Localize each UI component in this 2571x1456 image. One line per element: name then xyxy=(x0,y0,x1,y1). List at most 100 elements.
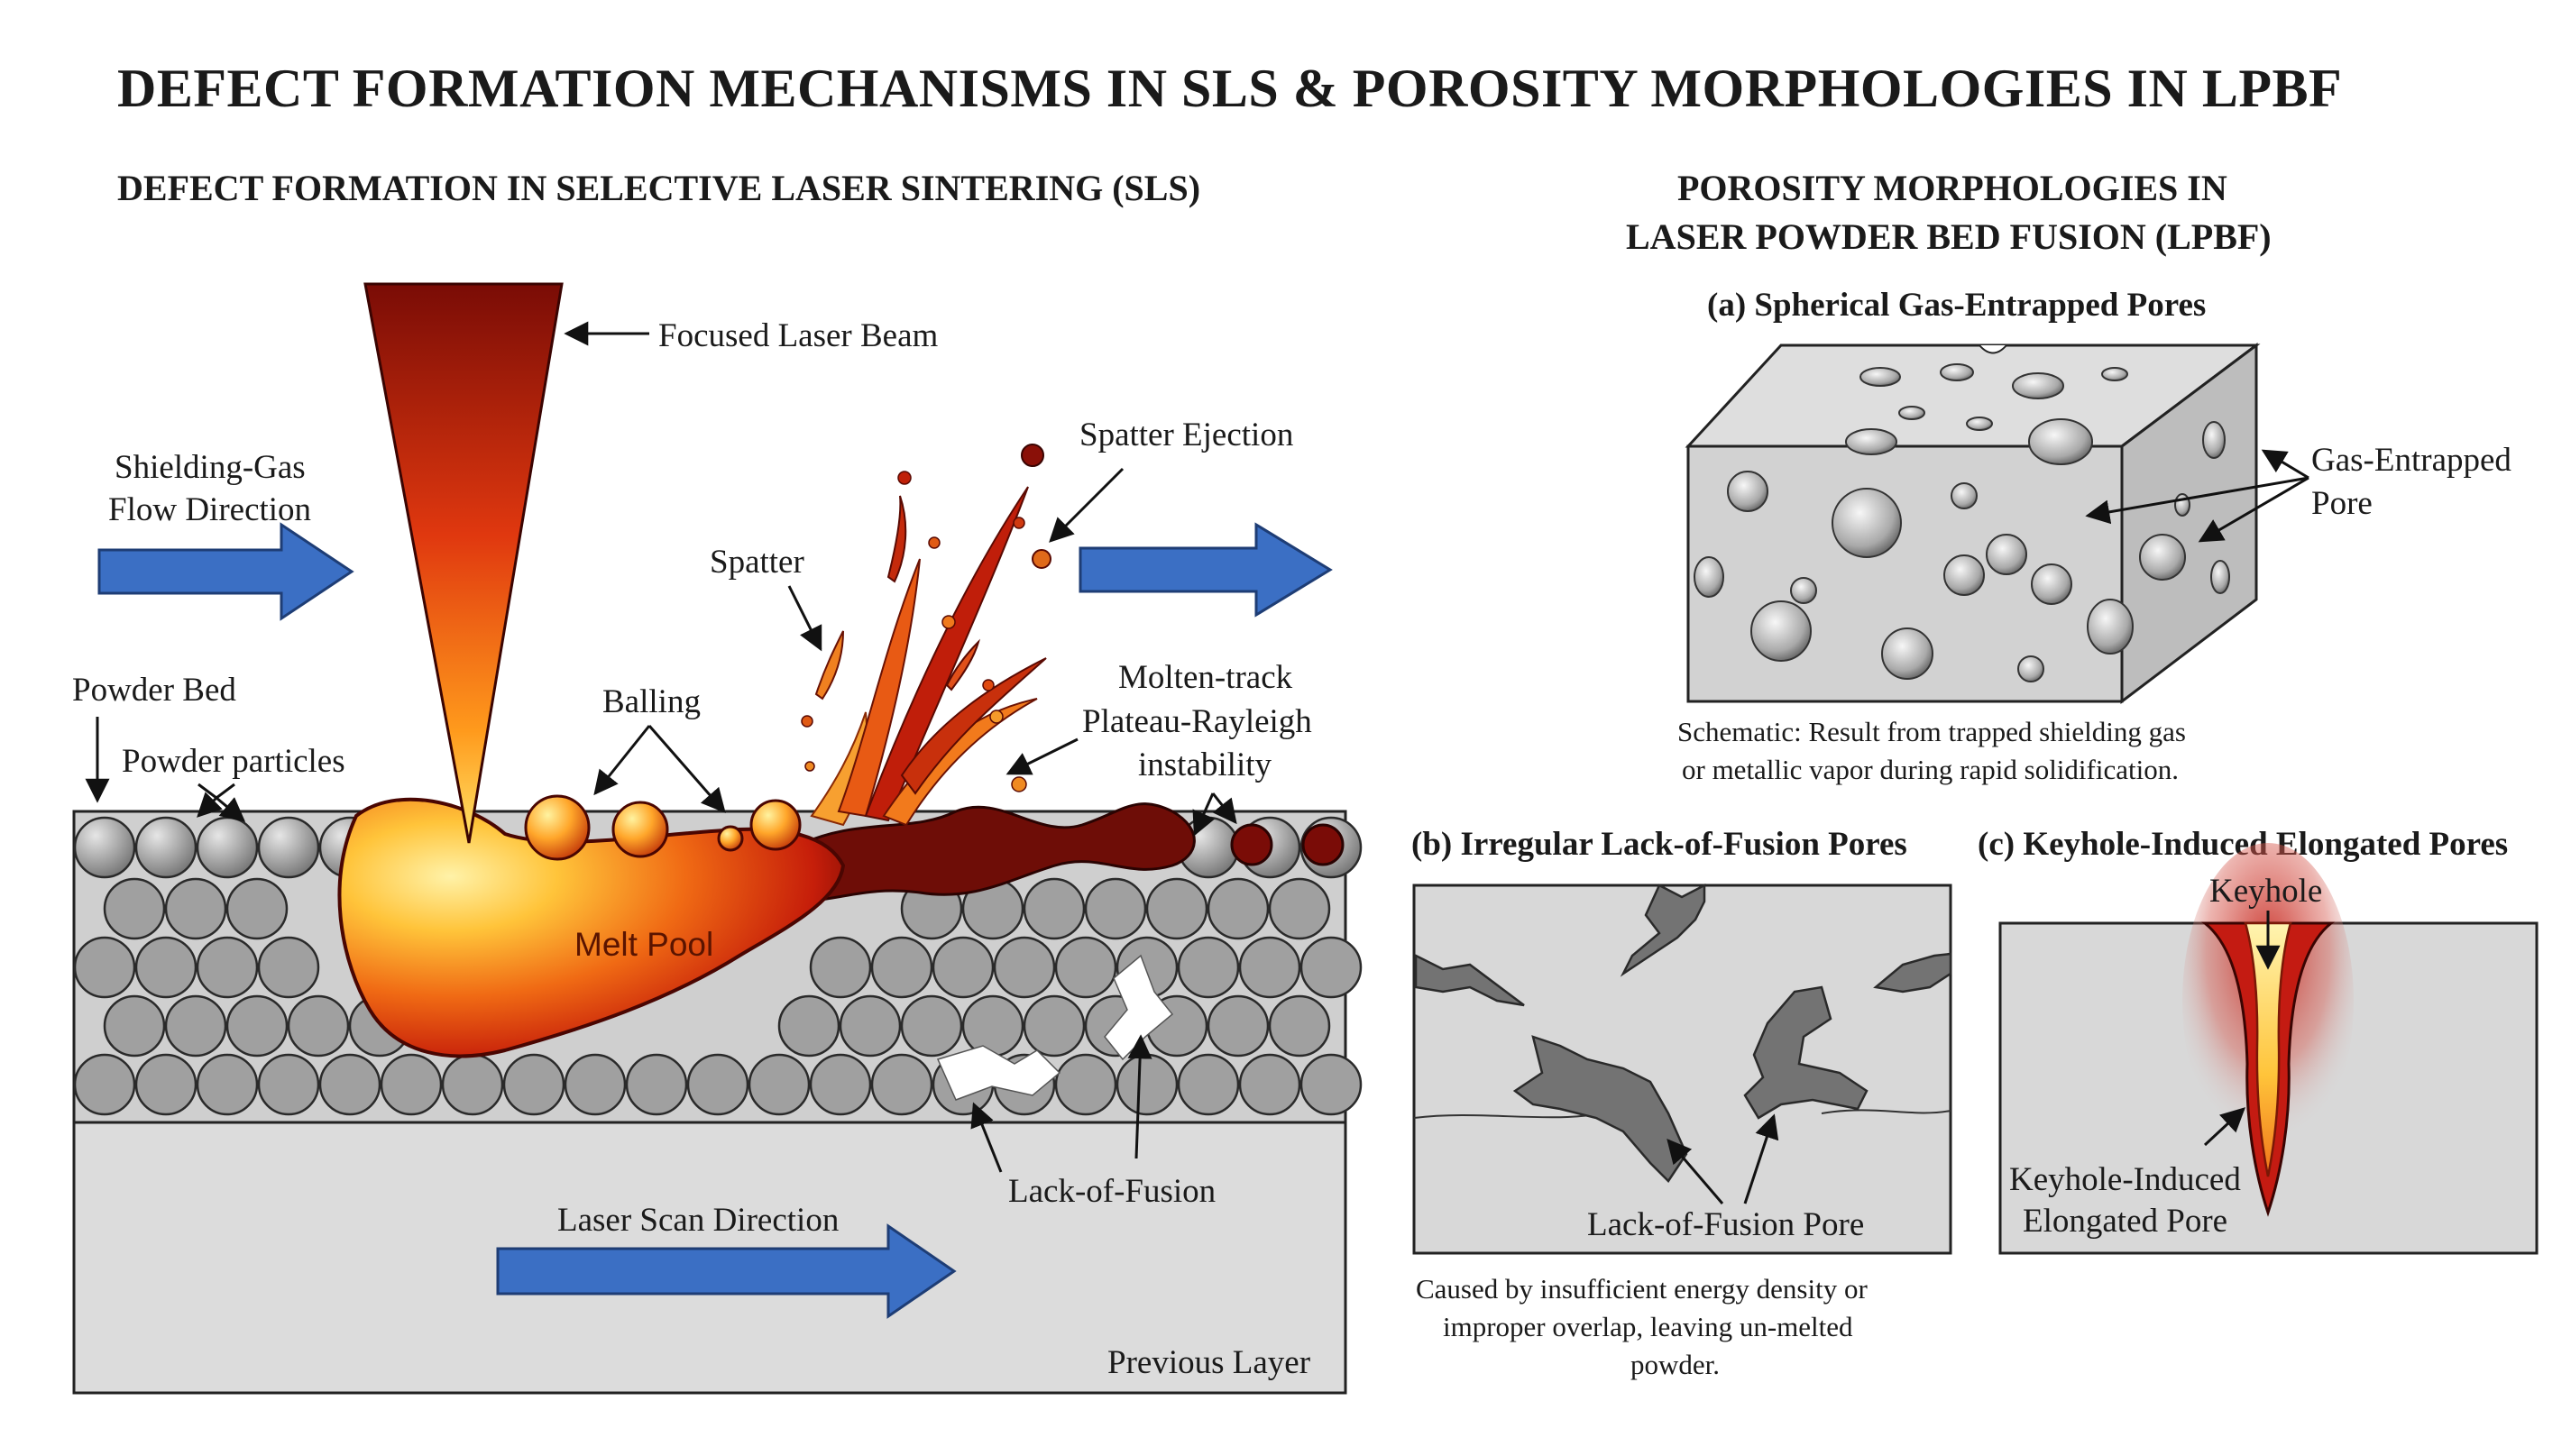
gas-pore xyxy=(1898,406,1925,420)
label-spatter-ejection: Spatter Ejection xyxy=(1079,417,1293,453)
powder-particle xyxy=(164,877,227,940)
powder-particle xyxy=(196,1053,259,1116)
spatter-plume xyxy=(801,444,1051,827)
powder-particle xyxy=(809,936,872,999)
powder-particle xyxy=(1023,877,1086,940)
powder-particle xyxy=(73,1053,136,1116)
powder-particle xyxy=(870,1053,933,1116)
gas-pore xyxy=(1940,363,1974,381)
panel-a-caption-1: Schematic: Result from trapped shielding… xyxy=(1677,716,2186,747)
panel-c-label-1: Keyhole-Induced xyxy=(2009,1161,2241,1198)
grain-boundary xyxy=(1821,1109,1951,1114)
gas-pore xyxy=(2101,367,2128,381)
molten-track xyxy=(792,802,1196,903)
label-melt-pool: Melt Pool xyxy=(574,926,713,963)
powder-particle xyxy=(1238,1053,1301,1116)
balling-droplet xyxy=(524,794,591,861)
powder-particle xyxy=(1238,936,1301,999)
label-laser-beam: Focused Laser Beam xyxy=(658,317,939,354)
powder-particle xyxy=(1054,1053,1117,1116)
label-molten-track-3: instability xyxy=(1138,746,1272,783)
gas-pore xyxy=(2202,421,2226,459)
laser-beam xyxy=(363,282,564,844)
powder-particle xyxy=(932,936,995,999)
panel-b-caption-2: improper overlap, leaving un-melted xyxy=(1443,1311,1853,1342)
label-lack-of-fusion: Lack-of-Fusion xyxy=(1008,1173,1216,1210)
gas-pore xyxy=(1694,556,1724,598)
label-spatter: Spatter xyxy=(710,544,804,581)
gas-pore xyxy=(2031,563,2072,605)
powder-particle xyxy=(380,1053,443,1116)
powder-particle xyxy=(103,994,166,1058)
gas-pore xyxy=(2087,599,2134,655)
lpbf-heading-1: POROSITY MORPHOLOGIES IN xyxy=(1677,168,2227,208)
gas-pore xyxy=(2139,534,2186,581)
gas-pore xyxy=(1727,471,1768,512)
label-gas-flow-2: Flow Direction xyxy=(108,491,311,528)
sls-heading: DEFECT FORMATION IN SELECTIVE LASER SINT… xyxy=(117,168,1200,208)
gas-pore xyxy=(1943,554,1985,596)
powder-particle xyxy=(502,1053,565,1116)
shielding-gas-arrow xyxy=(97,522,354,621)
gas-exit-arrow xyxy=(1079,522,1333,618)
sls-pointer-arrows xyxy=(85,321,1237,1173)
powder-particle xyxy=(1207,877,1270,940)
powder-particle xyxy=(257,1053,320,1116)
powder-particle xyxy=(1299,1053,1363,1116)
gas-entrapped-pores xyxy=(1694,363,2230,682)
sls-panel: Focused Laser Beam Shielding-Gas Flow Di… xyxy=(72,282,1363,1395)
powder-particle xyxy=(73,936,136,999)
powder-particle xyxy=(1177,1053,1240,1116)
powder-particle xyxy=(225,877,289,940)
gas-pore xyxy=(2017,655,2044,682)
gas-pore xyxy=(2210,560,2230,594)
powder-particle xyxy=(1268,877,1331,940)
powder-particle xyxy=(1299,936,1363,999)
powder-particle xyxy=(1054,936,1117,999)
label-previous-layer: Previous Layer xyxy=(1107,1344,1310,1381)
powder-particles xyxy=(73,816,1363,1116)
gas-pore xyxy=(1832,488,1902,558)
lpbf-heading-2: LASER POWDER BED FUSION (LPBF) xyxy=(1626,216,2272,257)
powder-particle xyxy=(441,1053,504,1116)
panel-b-label: Lack-of-Fusion Pore xyxy=(1587,1206,1864,1243)
label-molten-track-1: Molten-track xyxy=(1118,659,1293,696)
powder-particle xyxy=(777,994,840,1058)
gas-pore xyxy=(1986,534,2027,575)
gas-pore xyxy=(1951,482,1978,509)
powder-particle xyxy=(225,994,289,1058)
powder-particle xyxy=(1268,994,1331,1058)
gas-pore xyxy=(1845,428,1897,455)
powder-particle xyxy=(1207,994,1270,1058)
laser-scan-direction-arrow xyxy=(496,1223,957,1319)
gas-pore xyxy=(2028,418,2093,465)
keyhole-core xyxy=(2244,921,2292,1177)
panel-b-title: (b) Irregular Lack-of-Fusion Pores xyxy=(1411,826,1907,863)
panel-a: (a) Spherical Gas-Entrapped Pores Gas-En… xyxy=(1677,287,2511,785)
powder-particle xyxy=(257,936,320,999)
powder-particle xyxy=(257,816,320,879)
powder-particle xyxy=(1177,936,1240,999)
powder-particle xyxy=(134,1053,197,1116)
powder-particle xyxy=(1145,877,1208,940)
gas-pore xyxy=(2012,372,2064,399)
powder-particle xyxy=(900,994,963,1058)
gas-pore xyxy=(1750,600,1812,662)
powder-particle xyxy=(287,994,350,1058)
gas-pore xyxy=(1790,577,1817,604)
powder-particle xyxy=(1084,877,1147,940)
powder-particle xyxy=(103,877,166,940)
main-title: DEFECT FORMATION MECHANISMS IN SLS & POR… xyxy=(117,59,2342,118)
lack-of-fusion-pores xyxy=(1414,883,1952,1183)
label-scan-direction: Laser Scan Direction xyxy=(557,1202,839,1239)
powder-particle xyxy=(1116,1053,1179,1116)
powder-particle xyxy=(196,936,259,999)
panel-b: (b) Irregular Lack-of-Fusion Pores Lack-… xyxy=(1411,826,1952,1380)
panel-c-label-2: Elongated Pore xyxy=(2023,1203,2227,1240)
powder-particle xyxy=(625,1053,688,1116)
powder-particle xyxy=(73,816,136,879)
label-molten-track-2: Plateau-Rayleigh xyxy=(1082,703,1312,740)
gas-pore xyxy=(1966,417,1993,431)
panel-b-caption-1: Caused by insufficient energy density or xyxy=(1416,1273,1868,1305)
